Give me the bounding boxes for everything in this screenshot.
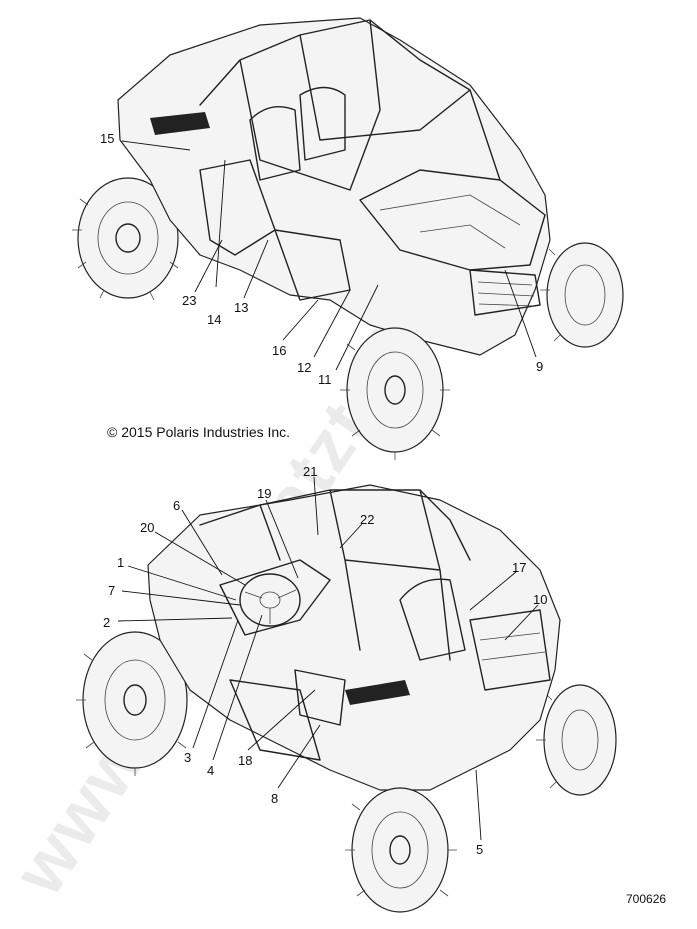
upper-leader-lines — [121, 140, 537, 371]
figure-number: 700626 — [626, 892, 666, 906]
callout-19: 19 — [257, 486, 271, 501]
callout-14: 14 — [207, 312, 221, 327]
lower-right-wheel — [536, 684, 617, 796]
callout-22: 22 — [360, 512, 374, 527]
lower-front-wheel — [345, 787, 457, 913]
callout-18: 18 — [238, 753, 252, 768]
callout-2: 2 — [103, 615, 110, 630]
callout-3: 3 — [184, 750, 191, 765]
callout-21: 21 — [303, 464, 317, 479]
callout-5: 5 — [476, 842, 483, 857]
upper-front-wheel — [340, 327, 450, 460]
callout-4: 4 — [207, 763, 214, 778]
callout-6: 6 — [173, 498, 180, 513]
callout-17: 17 — [512, 560, 526, 575]
callout-8: 8 — [271, 791, 278, 806]
copyright-notice: © 2015 Polaris Industries Inc. — [107, 424, 290, 440]
upper-rear-wheel — [72, 177, 179, 301]
callout-15: 15 — [100, 131, 114, 146]
upper-rear-right-wheel — [540, 242, 624, 348]
callout-11: 11 — [318, 372, 332, 387]
callout-7: 7 — [108, 583, 115, 598]
callout-16: 16 — [272, 343, 286, 358]
callout-20: 20 — [140, 520, 154, 535]
callout-13: 13 — [234, 300, 248, 315]
callout-23: 23 — [182, 293, 196, 308]
lower-leader-lines — [117, 476, 539, 841]
upper-body-shell — [117, 17, 551, 356]
callout-10: 10 — [533, 592, 547, 607]
lower-rear-wheel — [76, 631, 188, 776]
upper-vehicle-illustration — [72, 17, 624, 460]
callout-12: 12 — [297, 360, 311, 375]
steering-wheel — [239, 573, 301, 627]
lower-vehicle-illustration — [76, 484, 617, 913]
callout-9: 9 — [536, 359, 543, 374]
callout-1: 1 — [117, 555, 124, 570]
